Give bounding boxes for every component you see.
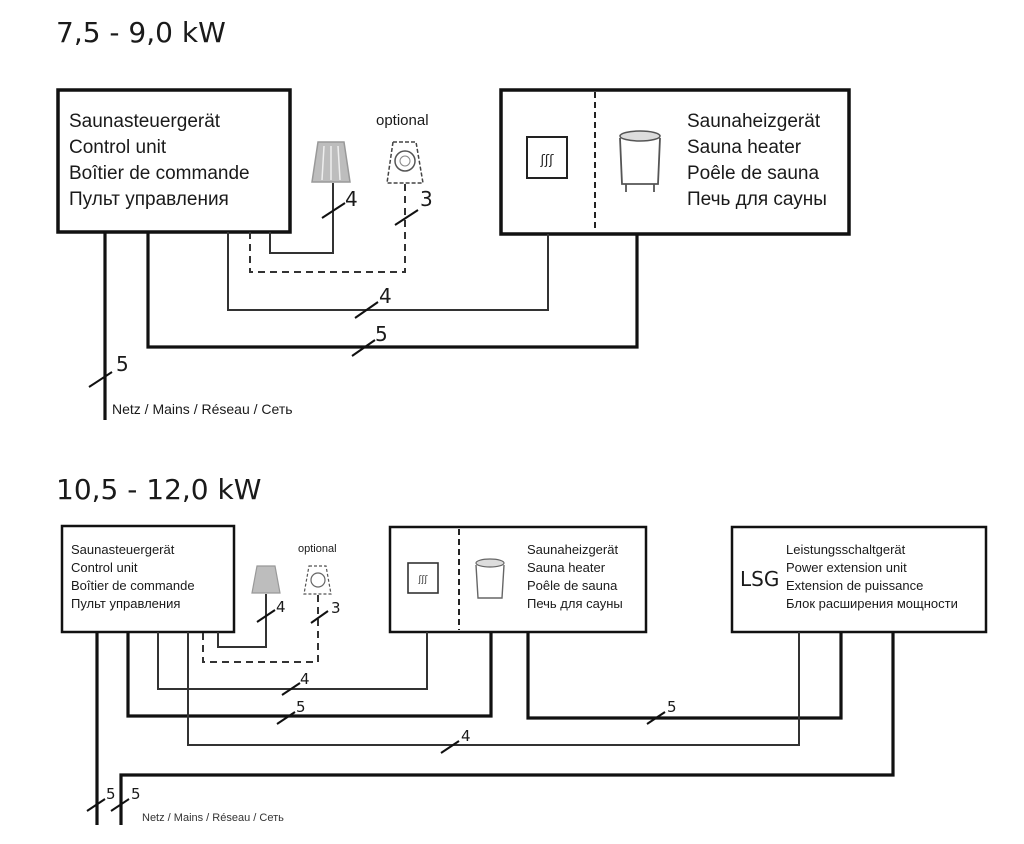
- control-to-heater-signal-count: 4: [300, 670, 310, 688]
- heater-label-ru: Печь для сауны: [527, 596, 623, 611]
- mains-wire-count: 5: [116, 352, 129, 376]
- control-to-heater-power-count: 5: [375, 322, 388, 346]
- control-to-heater-signal-wire: [157, 632, 428, 690]
- sauna-heater-box: [388, 525, 648, 634]
- control-unit-label-fr: Boîtier de commande: [71, 578, 195, 593]
- wire-count-tick: [310, 610, 329, 624]
- lsg-to-heater-power-wire: [526, 632, 843, 720]
- power-extension-unit-box: [730, 525, 988, 634]
- sauna-stove-icon: [475, 558, 505, 599]
- control-unit-box: [56, 88, 292, 234]
- heater-label-fr: Poêle de sauna: [687, 163, 819, 184]
- control-to-lsg-signal-wire: [187, 632, 800, 746]
- wire-count-tick: [88, 371, 113, 388]
- optional-sensor-icon: [386, 141, 424, 184]
- sensor-wire: [217, 594, 267, 648]
- heater-label-ru: Печь для сауны: [687, 189, 827, 210]
- sensor-wire-count: 4: [276, 598, 286, 616]
- wire-count-tick: [256, 609, 276, 623]
- control-to-lsg-signal-count: 4: [461, 727, 471, 745]
- lsg-label-fr: Extension de puissance: [786, 578, 923, 593]
- control-unit-label-de: Saunasteuergerät: [69, 111, 221, 132]
- temperature-sensor-icon: [311, 141, 351, 183]
- optional-label: optional: [298, 543, 337, 555]
- optional-sensor-icon: [303, 565, 332, 595]
- wire-count-tick: [276, 711, 296, 725]
- control-unit-box: [60, 524, 236, 634]
- control-to-heater-signal-wire: [227, 232, 549, 311]
- heater-label-de: Saunaheizgerät: [527, 542, 618, 557]
- lsg-abbreviation: LSG: [740, 567, 779, 591]
- control-unit-label-de: Saunasteuergerät: [71, 542, 175, 557]
- lsg-mains-wire: [119, 632, 895, 825]
- wire-count-tick: [351, 339, 376, 357]
- wire-count-tick: [440, 740, 460, 754]
- optional-wire-count: 3: [331, 599, 341, 617]
- control-to-heater-power-count: 5: [296, 698, 306, 716]
- lsg-label-ru: Блок расширения мощности: [786, 596, 958, 611]
- svg-text:ʃʃʃ: ʃʃʃ: [539, 153, 554, 168]
- sauna-heater-box: [499, 88, 851, 236]
- lsg-label-de: Leistungsschaltgerät: [786, 542, 906, 557]
- wire-count-tick: [281, 682, 301, 696]
- wire-count-tick: [354, 301, 379, 319]
- optional-sensor-wire: [249, 184, 406, 273]
- heater-control-icon: ʃʃʃ: [407, 562, 439, 594]
- diagram-1: 7,5 - 9,0 kW Saunasteuergerät Control un…: [56, 16, 851, 420]
- sensor-wire-count: 4: [345, 187, 358, 211]
- optional-sensor-wire: [202, 595, 319, 663]
- lsg-label-en: Power extension unit: [786, 560, 907, 575]
- heater-label-fr: Poêle de sauna: [527, 578, 618, 593]
- control-unit-label-ru: Пульт управления: [71, 596, 180, 611]
- heater-label-de: Saunaheizgerät: [687, 111, 821, 132]
- wire-count-tick: [110, 798, 130, 812]
- control-mains-wire-count: 5: [106, 785, 116, 803]
- diagram-2-title: 10,5 - 12,0 kW: [56, 473, 261, 506]
- lsg-to-heater-power-count: 5: [667, 698, 677, 716]
- control-unit-label-en: Control unit: [69, 137, 167, 158]
- heater-label-en: Sauna heater: [527, 560, 606, 575]
- diagram-2: 10,5 - 12,0 kW Saunasteuergerät Control …: [56, 473, 988, 825]
- control-to-heater-power-wire: [126, 632, 493, 718]
- control-to-heater-signal-count: 4: [379, 284, 392, 308]
- control-unit-label-en: Control unit: [71, 560, 138, 575]
- diagram-1-title: 7,5 - 9,0 kW: [56, 16, 226, 49]
- sensor-wire: [269, 183, 334, 254]
- control-unit-label-fr: Boîtier de commande: [69, 163, 250, 184]
- wire-count-tick: [646, 711, 666, 725]
- wire-count-tick: [394, 209, 419, 226]
- mains-label: Netz / Mains / Réseau / Сеть: [142, 812, 284, 824]
- control-to-heater-power-wire: [146, 232, 639, 349]
- lsg-mains-wire-count: 5: [131, 785, 141, 803]
- mains-label: Netz / Mains / Réseau / Сеть: [112, 401, 293, 417]
- wire-count-tick: [321, 202, 346, 219]
- heater-label-en: Sauna heater: [687, 137, 802, 158]
- control-unit-label-ru: Пульт управления: [69, 189, 229, 210]
- temperature-sensor-icon: [251, 565, 281, 594]
- heater-control-icon: ʃʃʃ: [526, 136, 568, 179]
- optional-label: optional: [376, 112, 429, 129]
- sauna-stove-icon: [619, 130, 661, 192]
- svg-text:ʃʃʃ: ʃʃʃ: [417, 575, 428, 585]
- optional-wire-count: 3: [420, 187, 433, 211]
- wire-count-tick: [86, 798, 106, 812]
